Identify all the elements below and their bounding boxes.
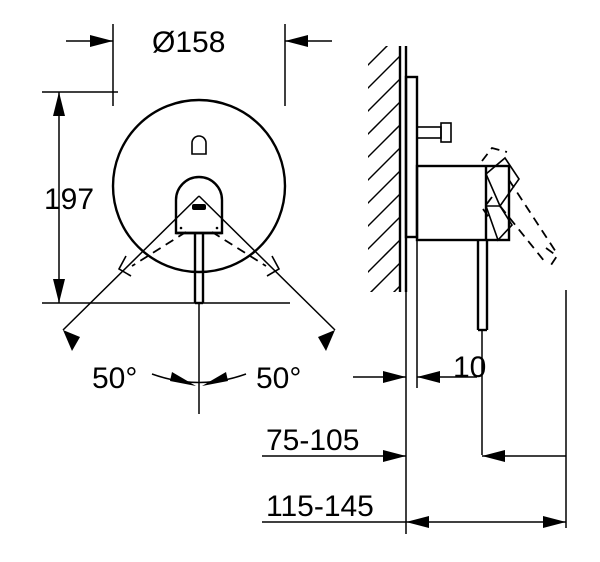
handle-swing-right-tip	[266, 255, 281, 277]
projection-label: 115-145	[266, 490, 374, 523]
handle-dimple-right	[215, 226, 219, 230]
angle-dimension-arc	[151, 373, 247, 384]
indicator-cap-shape	[191, 135, 207, 155]
angle-arrowhead-right	[318, 330, 335, 351]
angle-right-label: 50°	[256, 362, 301, 395]
height-label: 197	[44, 183, 94, 216]
handle-dome	[174, 175, 224, 235]
lever-dashed-tip	[545, 247, 559, 269]
lever-solid-upper	[485, 156, 520, 208]
spindle-head	[440, 122, 452, 143]
handle-swing-left-tip	[117, 255, 132, 277]
angle-arc-arrow-right	[202, 372, 228, 386]
diameter-arrow-left	[90, 35, 113, 47]
diameter-arrow-right	[285, 35, 308, 47]
valve-body-block	[415, 164, 511, 242]
wall-hatching	[368, 46, 401, 292]
roughin-arrow-left	[383, 450, 406, 462]
lever-dashed-arm-inner	[499, 205, 546, 263]
lever-solid-lower	[484, 205, 514, 242]
projection-arrow-right	[543, 516, 566, 528]
handle-swing-left-dashed	[131, 231, 187, 267]
roughin-arrow-right	[482, 450, 505, 462]
angle-left-label: 50°	[92, 362, 137, 395]
angle-arc-arrow-left	[170, 372, 196, 386]
handle-swing-right-dashed	[211, 231, 267, 267]
angle-arrowhead-left	[63, 330, 80, 351]
angle-leader-right	[198, 195, 336, 331]
escutcheon-plate-side	[404, 75, 419, 239]
angle-leader-left	[62, 195, 200, 331]
handle-dimple-left	[179, 226, 183, 230]
height-arrow-bottom	[53, 279, 65, 303]
side-section-view: 10 75-105 115-145	[262, 46, 567, 534]
front-view: 50° 50° Ø158 197	[42, 24, 336, 414]
handle-slot	[192, 204, 206, 210]
depth10-label: 10	[453, 351, 486, 384]
depth10-arrow-right	[417, 371, 440, 383]
projection-arrow-left	[406, 516, 429, 528]
depth10-arrow-left	[383, 371, 406, 383]
escutcheon-plate-circle	[111, 98, 287, 274]
height-arrow-top	[53, 92, 65, 116]
diameter-label: Ø158	[152, 26, 225, 59]
roughin-label: 75-105	[266, 424, 359, 457]
lever-dashed-raised	[481, 146, 508, 162]
lever-dashed-detail	[481, 196, 493, 220]
